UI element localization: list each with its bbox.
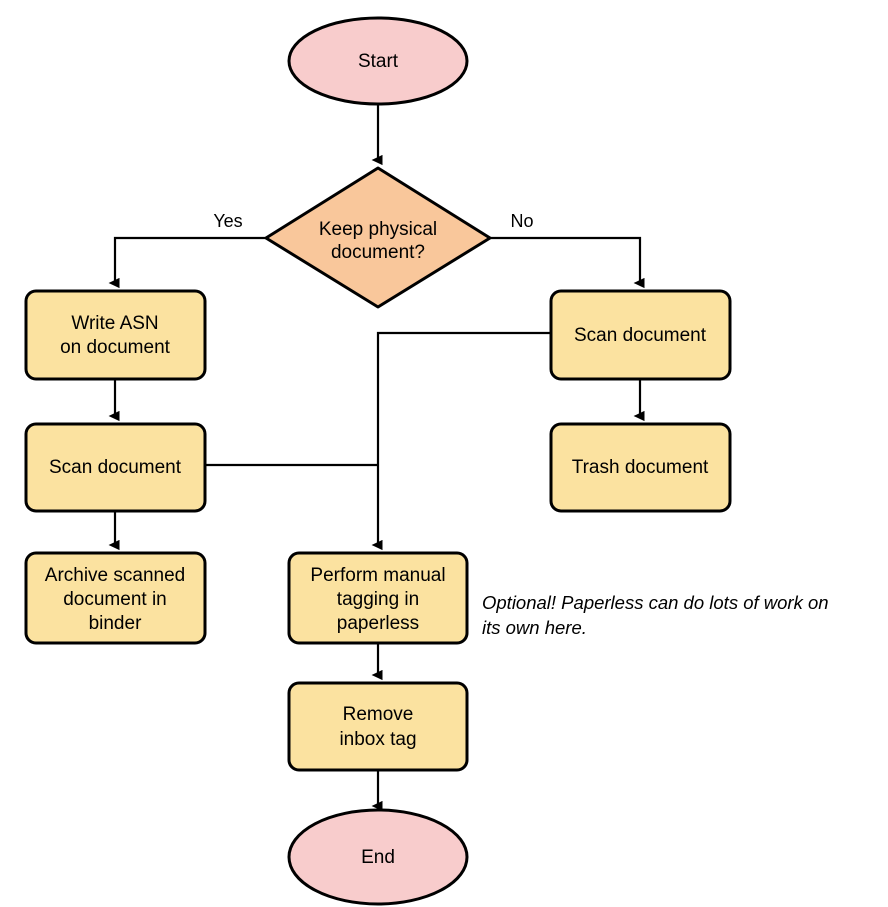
decision-label-line2: document? xyxy=(331,242,425,263)
scan-document-left-box-shape xyxy=(24,422,207,513)
archive-label-line2: document in xyxy=(63,589,167,610)
manual-tagging-box-shape xyxy=(287,551,469,645)
node-archive-scanned-document[interactable]: Archive scanned document in binder xyxy=(24,551,207,645)
edge-decision-no-to-scan-right xyxy=(490,236,645,289)
remove-inbox-tag-label-line2: inbox tag xyxy=(339,729,416,750)
start-label: Start xyxy=(358,51,399,72)
manual-tagging-label-line1: Perform manual xyxy=(310,565,445,586)
edge-label-yes: Yes xyxy=(213,211,242,231)
node-start[interactable]: Start xyxy=(287,16,469,106)
node-write-asn-on-document[interactable]: Write ASN on document xyxy=(24,289,207,381)
annotation-line1: Optional! Paperless can do lots of work … xyxy=(482,592,829,613)
scan-document-right-box-shape xyxy=(549,289,732,381)
decision-label-line1: Keep physical xyxy=(319,219,437,240)
start-ellipse-shape xyxy=(287,16,469,106)
node-perform-manual-tagging[interactable]: Perform manual tagging in paperless xyxy=(287,551,469,645)
edge-label-no: No xyxy=(510,211,533,231)
remove-inbox-tag-label-line1: Remove xyxy=(343,704,414,725)
scan-document-left-label: Scan document xyxy=(49,457,182,478)
edge-decision-yes-to-write-asn xyxy=(108,236,266,289)
node-end[interactable]: End xyxy=(287,808,469,906)
node-scan-document-left[interactable]: Scan document xyxy=(24,422,207,513)
scan-document-right-label: Scan document xyxy=(574,325,707,346)
annotation-line2: its own here. xyxy=(482,617,587,638)
trash-document-label: Trash document xyxy=(572,457,709,478)
annotation-note: Optional! Paperless can do lots of work … xyxy=(482,592,829,638)
archive-box-shape xyxy=(24,551,207,645)
edge-scan-right-to-manual-tagging xyxy=(371,331,551,551)
archive-label-line1: Archive scanned xyxy=(45,565,185,586)
node-remove-inbox-tag[interactable]: Remove inbox tag xyxy=(287,681,469,772)
end-ellipse-shape xyxy=(287,808,469,906)
end-label: End xyxy=(361,847,395,868)
write-asn-label-line1: Write ASN xyxy=(71,313,158,334)
decision-diamond-shape xyxy=(264,166,492,309)
manual-tagging-label-line3: paperless xyxy=(337,613,419,634)
node-decision-keep-physical-document[interactable]: Keep physical document? xyxy=(264,166,492,309)
remove-inbox-tag-box-shape xyxy=(287,681,469,772)
archive-label-line3: binder xyxy=(89,613,142,634)
write-asn-label-line2: on document xyxy=(60,337,171,358)
node-scan-document-right[interactable]: Scan document xyxy=(549,289,732,381)
manual-tagging-label-line2: tagging in xyxy=(337,589,419,610)
node-trash-document[interactable]: Trash document xyxy=(549,422,732,513)
write-asn-box-shape xyxy=(24,289,207,381)
trash-document-box-shape xyxy=(549,422,732,513)
